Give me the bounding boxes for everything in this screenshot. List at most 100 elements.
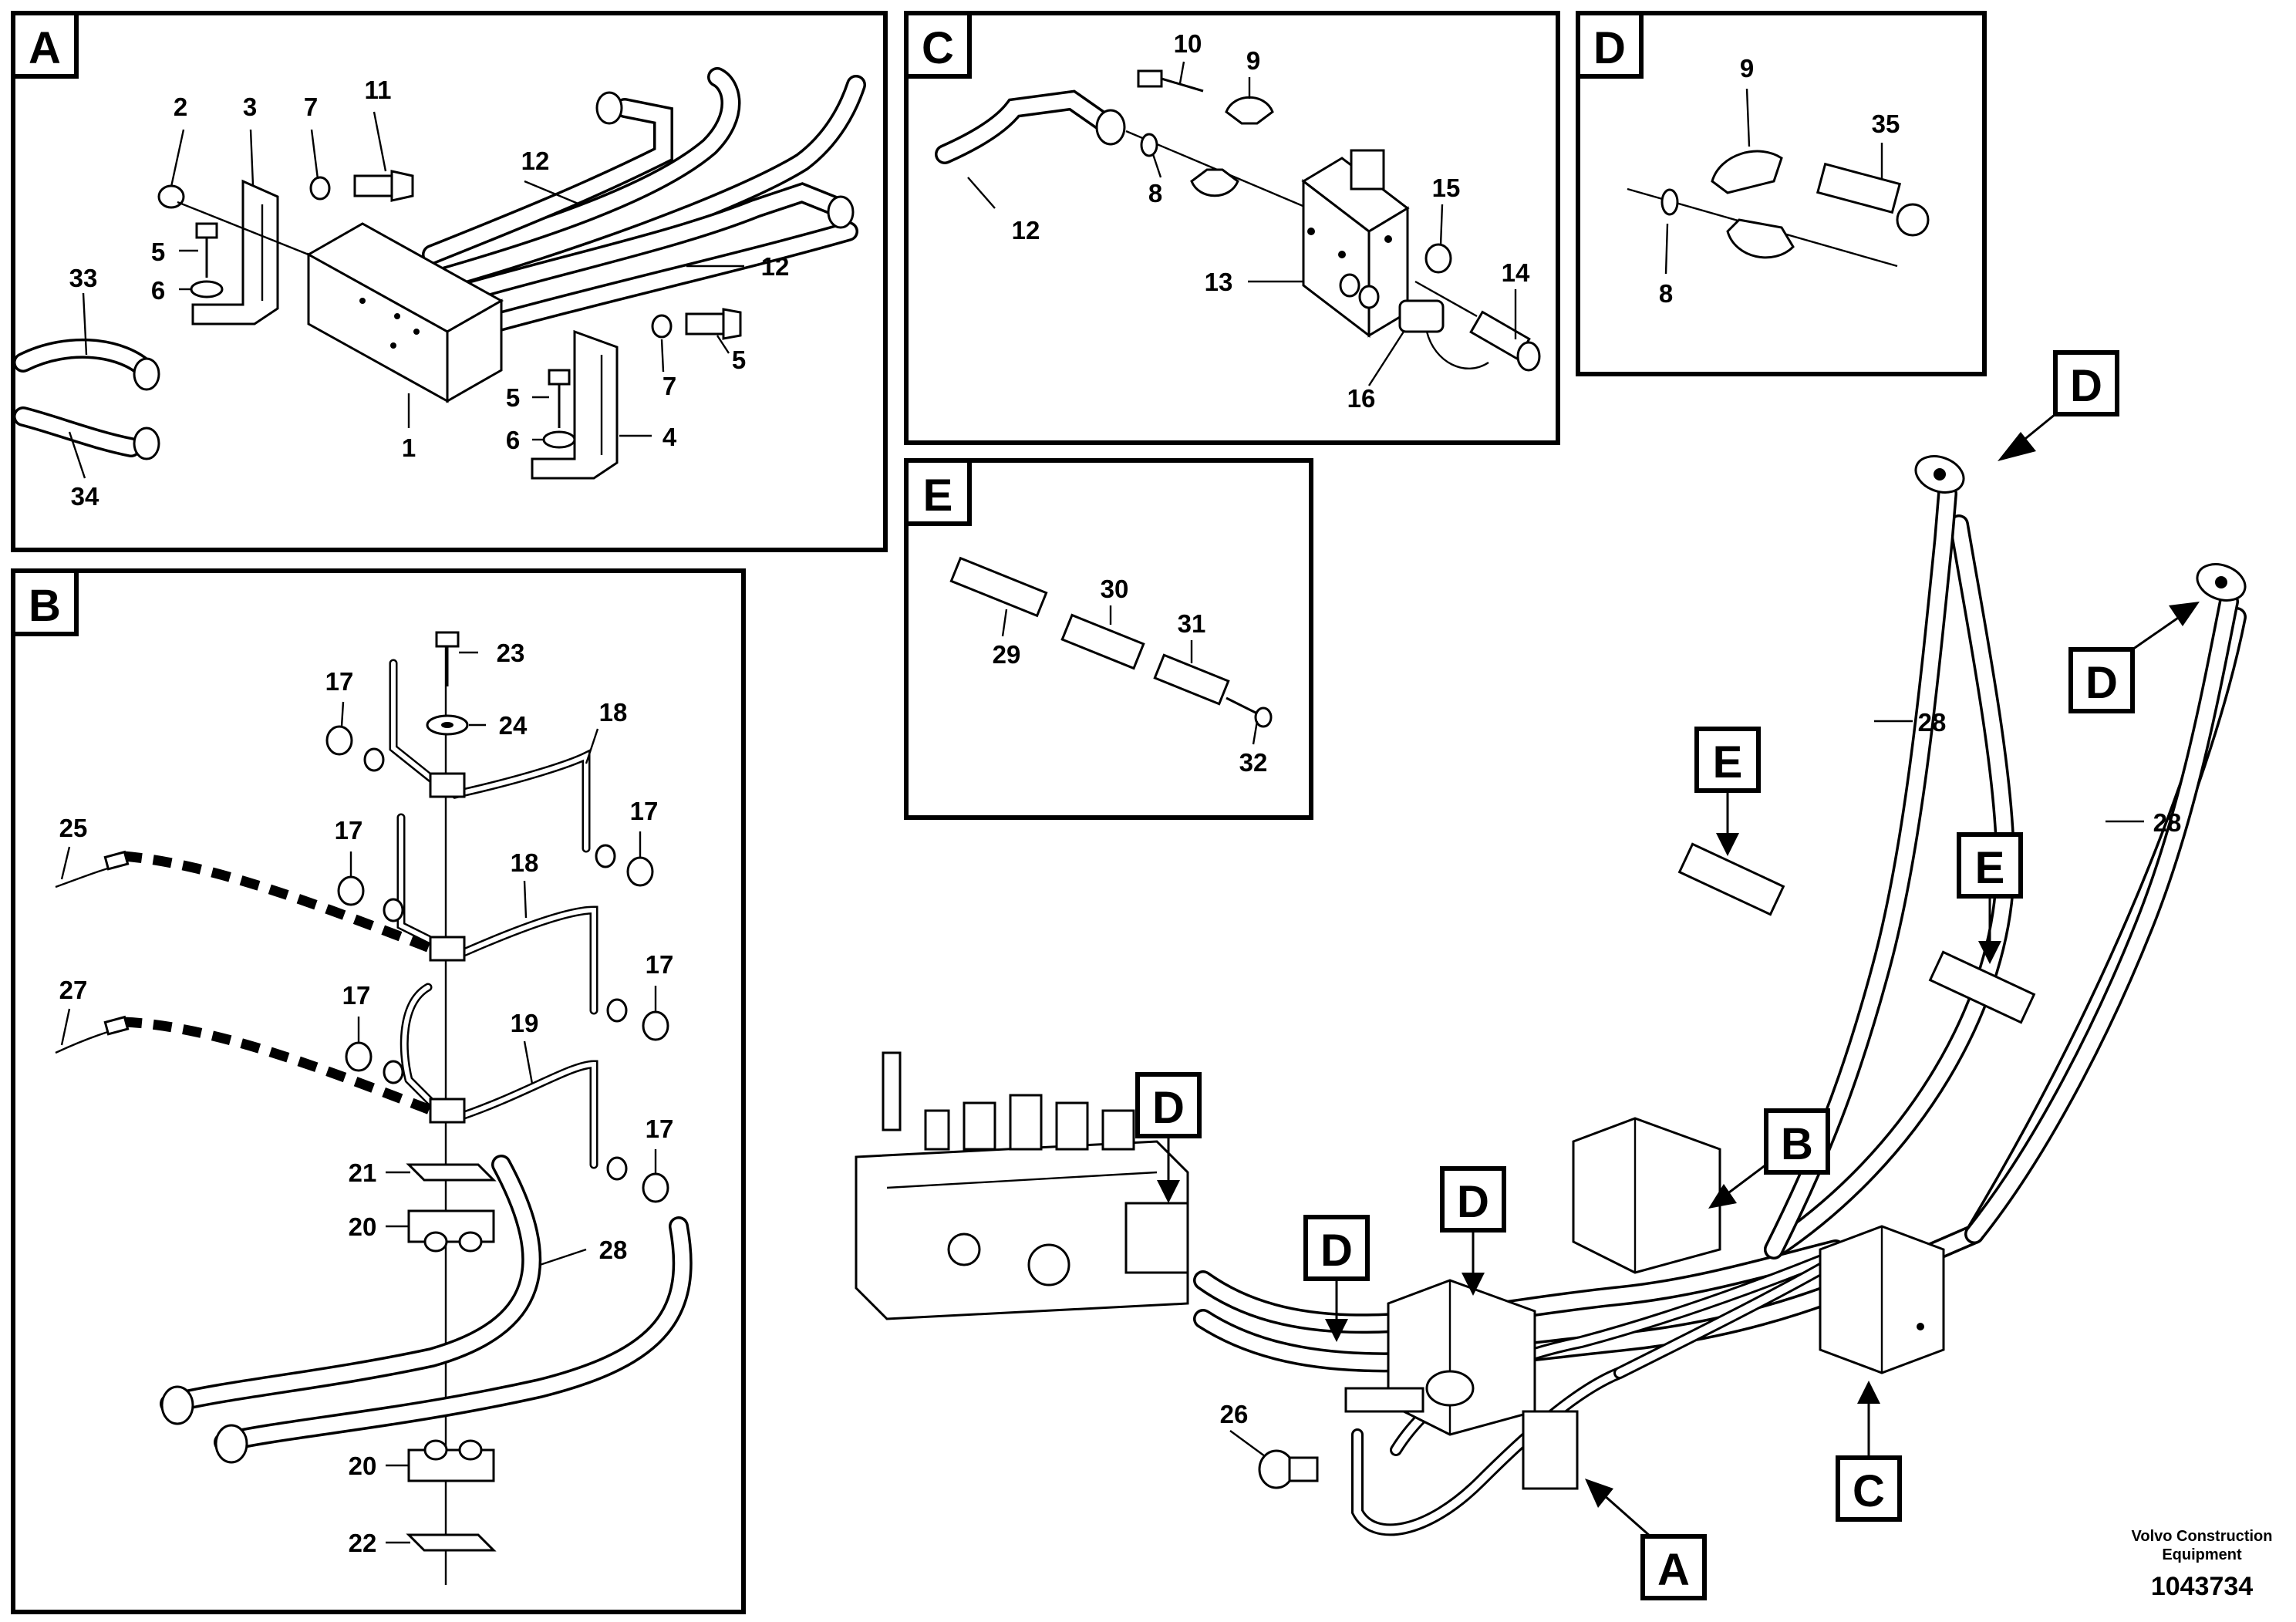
panel-a-letter: A [29,23,61,73]
panel-a-labels: 2 3 7 11 12 12 5 6 33 34 1 5 6 7 5 4 [69,76,790,511]
tag-b [1764,1108,1830,1175]
callout-b-27: 27 [59,976,88,1004]
main-location-tags: D D E E D D [1135,350,2200,1600]
panel-b-letter: B [29,581,61,631]
tag-a [1640,1534,1707,1600]
callout-a-1: 3 [243,93,257,121]
callout-a-4: 12 [521,147,550,175]
tag-d-right [2068,647,2135,713]
tag-e-left-letter: E [1713,737,1743,787]
panel-d: D 9 35 8 [1576,11,1987,376]
callout-main-28a: 28 [1918,708,1947,737]
callout-d-8: 8 [1659,279,1673,308]
callout-a-6: 5 [151,238,165,266]
panel-b-labels: 23 24 17 17 17 17 17 17 18 18 19 21 20 2… [59,639,674,1557]
main-d-flanges [1914,455,2247,602]
tag-d-top [2053,350,2119,416]
panel-b-fittings [325,725,669,1203]
panel-b-hose-28 [160,1155,693,1464]
tag-c-letter: C [1853,1466,1885,1516]
callout-b-17c: 17 [342,981,371,1010]
callout-c-10: 10 [1174,29,1202,58]
callout-c-9: 9 [1246,46,1260,75]
callout-b-19: 19 [511,1009,539,1037]
callout-a-15: 4 [663,423,677,451]
panel-a-letter-box [11,11,79,79]
callout-e-29: 29 [993,640,1021,669]
callout-b-17d: 17 [630,797,659,825]
tag-d-right-letter: D [2085,658,2118,708]
callout-a-8: 33 [69,264,98,292]
brand-line-1: Volvo Construction [2132,1528,2273,1545]
tag-d-valve-letter: D [1152,1083,1185,1133]
panel-c-frame [904,11,1560,445]
panel-b-tubes [389,659,598,1169]
callout-b-23: 23 [497,639,525,667]
callout-b-24: 24 [499,711,528,740]
callout-c-15: 15 [1432,174,1461,202]
callout-a-3: 11 [365,76,392,104]
callout-b-20a: 20 [349,1212,377,1241]
panel-a-fittings [133,91,855,460]
panel-b-leaders [60,651,657,1544]
main-e-clamps [1677,842,2036,1024]
tag-c [1836,1455,1902,1522]
tag-a-letter: A [1657,1545,1690,1595]
callout-d-35: 35 [1872,110,1900,138]
main-right-blocks [1572,1117,1945,1374]
callout-b-17f: 17 [646,1114,674,1143]
callout-d-9: 9 [1740,54,1754,83]
panel-c-letter-box [904,11,972,79]
callout-a-2: 7 [304,93,318,121]
callout-a-12: 6 [506,426,520,454]
panel-d-letter: D [1593,23,1626,73]
panel-b-frame [11,568,746,1614]
panel-a-manifold-block [305,222,504,403]
panel-d-letter-box [1576,11,1644,79]
panel-c-block [1301,149,1410,339]
tag-b-letter: B [1781,1119,1813,1169]
panel-b-bolt-and-washer [426,631,469,736]
callout-e-31: 31 [1178,609,1206,638]
callout-a-9: 34 [71,482,99,511]
callout-b-18a: 18 [599,698,628,727]
main-control-valve-bank [855,1051,1189,1320]
tag-d-center-left-letter: D [1320,1226,1353,1276]
panel-a-bracket-4 [531,329,619,480]
callout-a-10: 1 [402,433,416,462]
callout-b-22: 22 [349,1529,377,1557]
callout-main-26: 26 [1220,1400,1249,1428]
tag-e-right-letter: E [1975,843,2005,893]
panel-e-letter-box [904,458,972,526]
footer: Volvo Construction Equipment 1043734 [2132,1528,2273,1601]
panel-e-letter: E [923,470,953,521]
callout-e-32: 32 [1239,748,1268,777]
callout-b-17b: 17 [335,816,363,845]
document-number: 1043734 [2151,1572,2253,1601]
callout-c-16: 16 [1347,384,1376,413]
callout-c-14: 14 [1502,258,1530,287]
callout-main-28b: 28 [2153,808,2182,837]
main-fitting-26 [1229,1430,1319,1489]
tag-d-top-letter: D [2070,361,2102,411]
panel-a-leaders [68,111,744,479]
callout-b-20b: 20 [349,1452,377,1480]
main-thin-tubes [1351,1236,1873,1536]
callout-a-7: 6 [151,276,165,305]
callout-a-5: 12 [761,252,790,281]
brand-line-2: Equipment [2162,1546,2242,1563]
panel-c-letter: C [922,23,954,73]
callout-c-8: 8 [1148,179,1162,207]
callout-b-17e: 17 [646,950,674,979]
callout-e-30: 30 [1101,575,1129,603]
callout-c-12: 12 [1012,216,1040,244]
panel-a-fasteners [190,170,742,449]
callout-a-11: 5 [506,383,520,412]
callout-b-18b: 18 [511,848,539,877]
callout-a-14: 5 [732,346,746,374]
panel-a-bracket-3 [191,179,279,325]
callout-a-0: 2 [174,93,187,121]
panel-a-frame [11,11,888,552]
panel-e: E 29 30 31 32 [904,458,1313,820]
